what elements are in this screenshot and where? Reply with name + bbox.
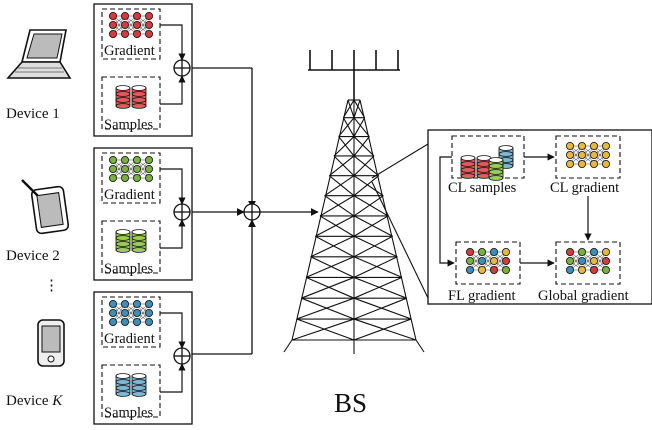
cl-gradient-net-icon [566, 141, 611, 168]
server-icons [460, 141, 611, 274]
global-gradient-net-icon [566, 247, 611, 274]
bs-server-connection [371, 143, 429, 299]
gradient-net-icon-2 [109, 155, 153, 182]
bs-label: BS [334, 388, 367, 418]
global-gradient-label: Global gradient [538, 288, 629, 304]
gradient-net-icon-1 [109, 11, 153, 38]
fl-gradient-net-icon [465, 247, 510, 274]
samples-db-icon-3 [115, 373, 147, 397]
samples-db-icon-2 [115, 229, 147, 253]
samples-label-1: Samples [104, 117, 153, 133]
tower-icon [283, 99, 425, 354]
sum-node-1 [173, 59, 191, 77]
device-boxes: GradientSamplesGradientSamplesGradientSa… [93, 3, 193, 425]
antenna-icon [308, 50, 400, 100]
gradient-label-2: Gradient [104, 187, 155, 203]
tablet-icon [21, 179, 70, 235]
device-k-label-italic: K [51, 393, 63, 409]
laptop-icon [6, 29, 72, 79]
fl-gradient-label: FL gradient [448, 288, 516, 304]
server-box [427, 129, 652, 305]
cl-samples-db-red-icon [460, 155, 492, 179]
cl-samples-label: CL samples [448, 180, 517, 196]
cl-samples-db-green-icon [488, 157, 504, 181]
cl-gradient-label: CL gradient [550, 180, 619, 196]
aggregation-wiring [192, 67, 319, 355]
samples-db-icon-1 [115, 85, 147, 109]
phone-icon [37, 319, 65, 367]
sum-node-3 [173, 347, 191, 365]
ellipsis: ⋮ [44, 278, 59, 294]
gradient-label-1: Gradient [104, 43, 155, 59]
gradient-net-icon-3 [109, 299, 153, 326]
sum-node-2 [173, 203, 191, 221]
device-1-label: Device 1 [6, 106, 60, 122]
samples-label-3: Samples [104, 405, 153, 421]
device-2-label: Device 2 [6, 248, 60, 264]
device-k-label-text: Device [6, 393, 52, 409]
global-sum-node [243, 203, 261, 221]
samples-label-2: Samples [104, 261, 153, 277]
gradient-label-3: Gradient [104, 331, 155, 347]
device-k-label: Device K [6, 393, 63, 409]
